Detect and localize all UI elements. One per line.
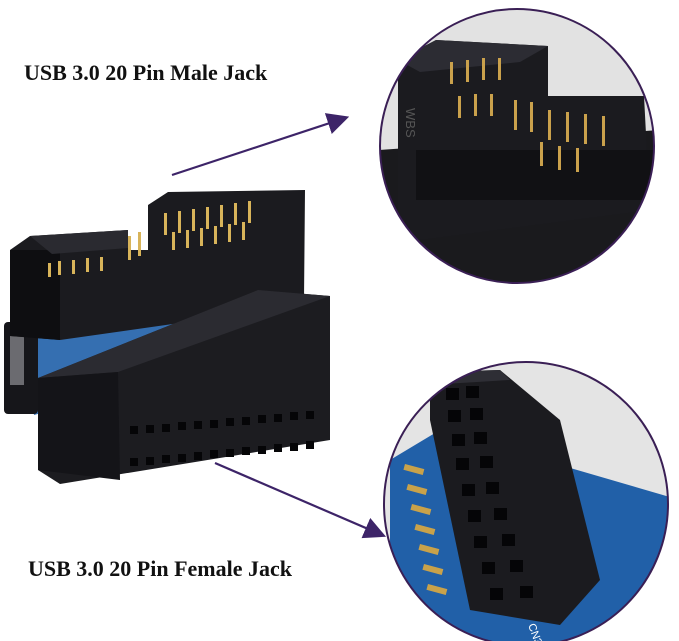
female-jack-label: USB 3.0 20 Pin Female Jack	[28, 556, 292, 581]
male-jack-label: USB 3.0 20 Pin Male Jack	[24, 60, 268, 85]
arrow-to-female-detail	[214, 461, 387, 539]
arrow-to-male-detail	[171, 113, 350, 177]
male-jack-detail-circle: WBS	[379, 8, 655, 284]
adapter-main-photo	[4, 190, 330, 484]
female-jack-detail-circle: CN3	[383, 361, 669, 641]
male-header-silkscreen: WBS	[403, 108, 418, 138]
